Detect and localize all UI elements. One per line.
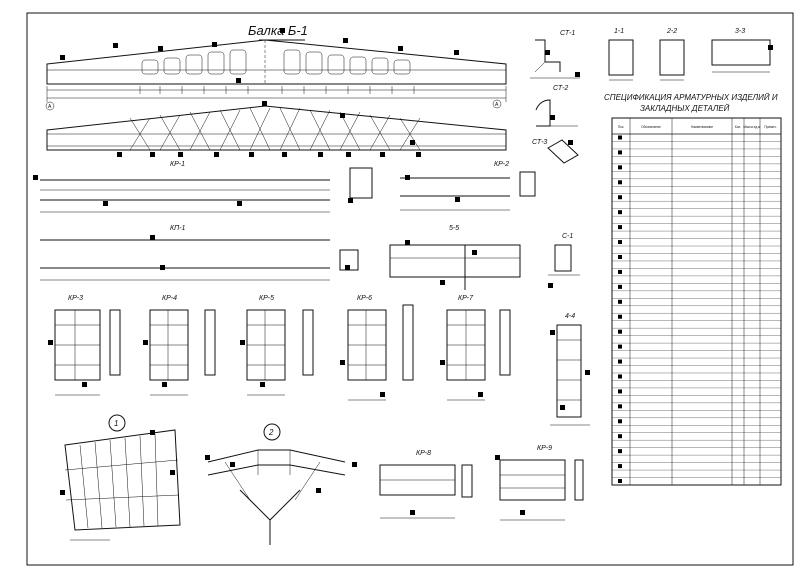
kr5-label: КР-5 xyxy=(259,295,274,302)
kr3-label: КР-3 xyxy=(68,295,83,302)
kr1-detail: КР-1 xyxy=(33,161,373,213)
kp1-detail: КП-1 xyxy=(40,225,359,281)
ct-details: СТ-1 СТ-2 СТ-3 xyxy=(530,30,580,164)
kr6-label: КР-6 xyxy=(357,295,372,302)
spec-header-2: Наименование xyxy=(691,125,713,129)
section-3-3-label: 3-3 xyxy=(735,28,745,35)
section-5-5-label: 5-5 xyxy=(449,225,459,232)
ct1-label: СТ-1 xyxy=(560,30,575,37)
section-2-2-label: 2-2 xyxy=(666,28,677,35)
spec-row-marker xyxy=(618,240,622,245)
spec-header-1: Обозначение xyxy=(641,125,661,129)
spec-row-marker xyxy=(618,419,622,424)
ct3-label: СТ-3 xyxy=(532,139,547,146)
spec-row-marker xyxy=(618,225,622,230)
spec-header-0: Поз. xyxy=(618,125,624,129)
spec-header-5: Примеч. xyxy=(764,125,776,129)
kr8-kr9-details: КР-8 КР-9 xyxy=(379,445,584,521)
kr4-label: КР-4 xyxy=(162,295,177,302)
spec-row-marker xyxy=(618,195,622,200)
node-1-label: 1 xyxy=(114,419,118,428)
node-2: 2 xyxy=(205,423,357,545)
kr7-label: КР-7 xyxy=(458,295,474,302)
spec-header-3: Кол. xyxy=(735,125,741,129)
kp1-label: КП-1 xyxy=(170,225,186,232)
c1-detail: С-1 xyxy=(548,233,580,288)
spec-title-1: СПЕЦИФИКАЦИЯ АРМАТУРНЫХ ИЗДЕЛИЙ И xyxy=(604,93,778,102)
kr3-kr7-details: КР-3 КР-4 КР-5 КР-6 КР-7 xyxy=(48,295,511,401)
ct2-label: СТ-2 xyxy=(553,85,568,92)
axis-a-right: А xyxy=(495,102,499,108)
kr2-detail: КР-2 xyxy=(400,161,536,211)
spec-row-marker xyxy=(618,165,622,170)
spec-title-2: ЗАКЛАДНЫХ ДЕТАЛЕЙ xyxy=(640,104,730,113)
kr9-label: КР-9 xyxy=(537,445,552,452)
c1-label: С-1 xyxy=(562,233,573,240)
spec-row-marker xyxy=(618,135,622,140)
sections-123: 1-1 2-2 3-3 xyxy=(608,28,773,81)
spec-row-marker xyxy=(618,254,622,259)
spec-row-marker xyxy=(618,150,622,155)
beam-reinforcement xyxy=(46,101,507,157)
section-1-1-label: 1-1 xyxy=(614,28,624,35)
spec-row-marker xyxy=(618,449,622,454)
section-4-4: 4-4 xyxy=(550,313,590,426)
spec-row-marker xyxy=(618,479,622,484)
node-1: 1 xyxy=(60,414,181,541)
spec-header-4: Масса ед.кг xyxy=(743,125,761,129)
spec-row-marker xyxy=(618,210,622,215)
spec-row-marker xyxy=(618,434,622,439)
spec-row-marker xyxy=(618,299,622,304)
spec-table: Поз. Обозначение Наименование Кол.Масса ед.… xyxy=(611,117,782,486)
section-5-5: 5-5 xyxy=(389,225,521,290)
spec-row-marker xyxy=(618,314,622,319)
spec-row-marker xyxy=(618,284,622,289)
kr1-label: КР-1 xyxy=(170,161,185,168)
beam-elevation: Балка Б-1 xyxy=(45,23,507,111)
section-4-4-label: 4-4 xyxy=(565,313,575,320)
kr2-label: КР-2 xyxy=(494,161,509,168)
beam-title: Балка Б-1 xyxy=(248,23,308,38)
spec-row-marker xyxy=(618,329,622,334)
sheet-frame xyxy=(26,12,794,566)
spec-row-marker xyxy=(618,344,622,349)
spec-row-marker xyxy=(618,404,622,409)
axis-a-left: А xyxy=(48,104,52,110)
spec-row-marker xyxy=(618,374,622,379)
spec-row-marker xyxy=(618,359,622,364)
spec-section: СПЕЦИФИКАЦИЯ АРМАТУРНЫХ ИЗДЕЛИЙ И ЗАКЛАД… xyxy=(604,93,782,486)
spec-row-marker xyxy=(618,180,622,185)
spec-table-frame xyxy=(611,117,782,486)
spec-row-marker xyxy=(618,269,622,274)
spec-row-marker xyxy=(618,464,622,469)
spec-row-marker xyxy=(618,389,622,394)
node-2-label: 2 xyxy=(268,428,274,437)
kr8-label: КР-8 xyxy=(416,450,431,457)
